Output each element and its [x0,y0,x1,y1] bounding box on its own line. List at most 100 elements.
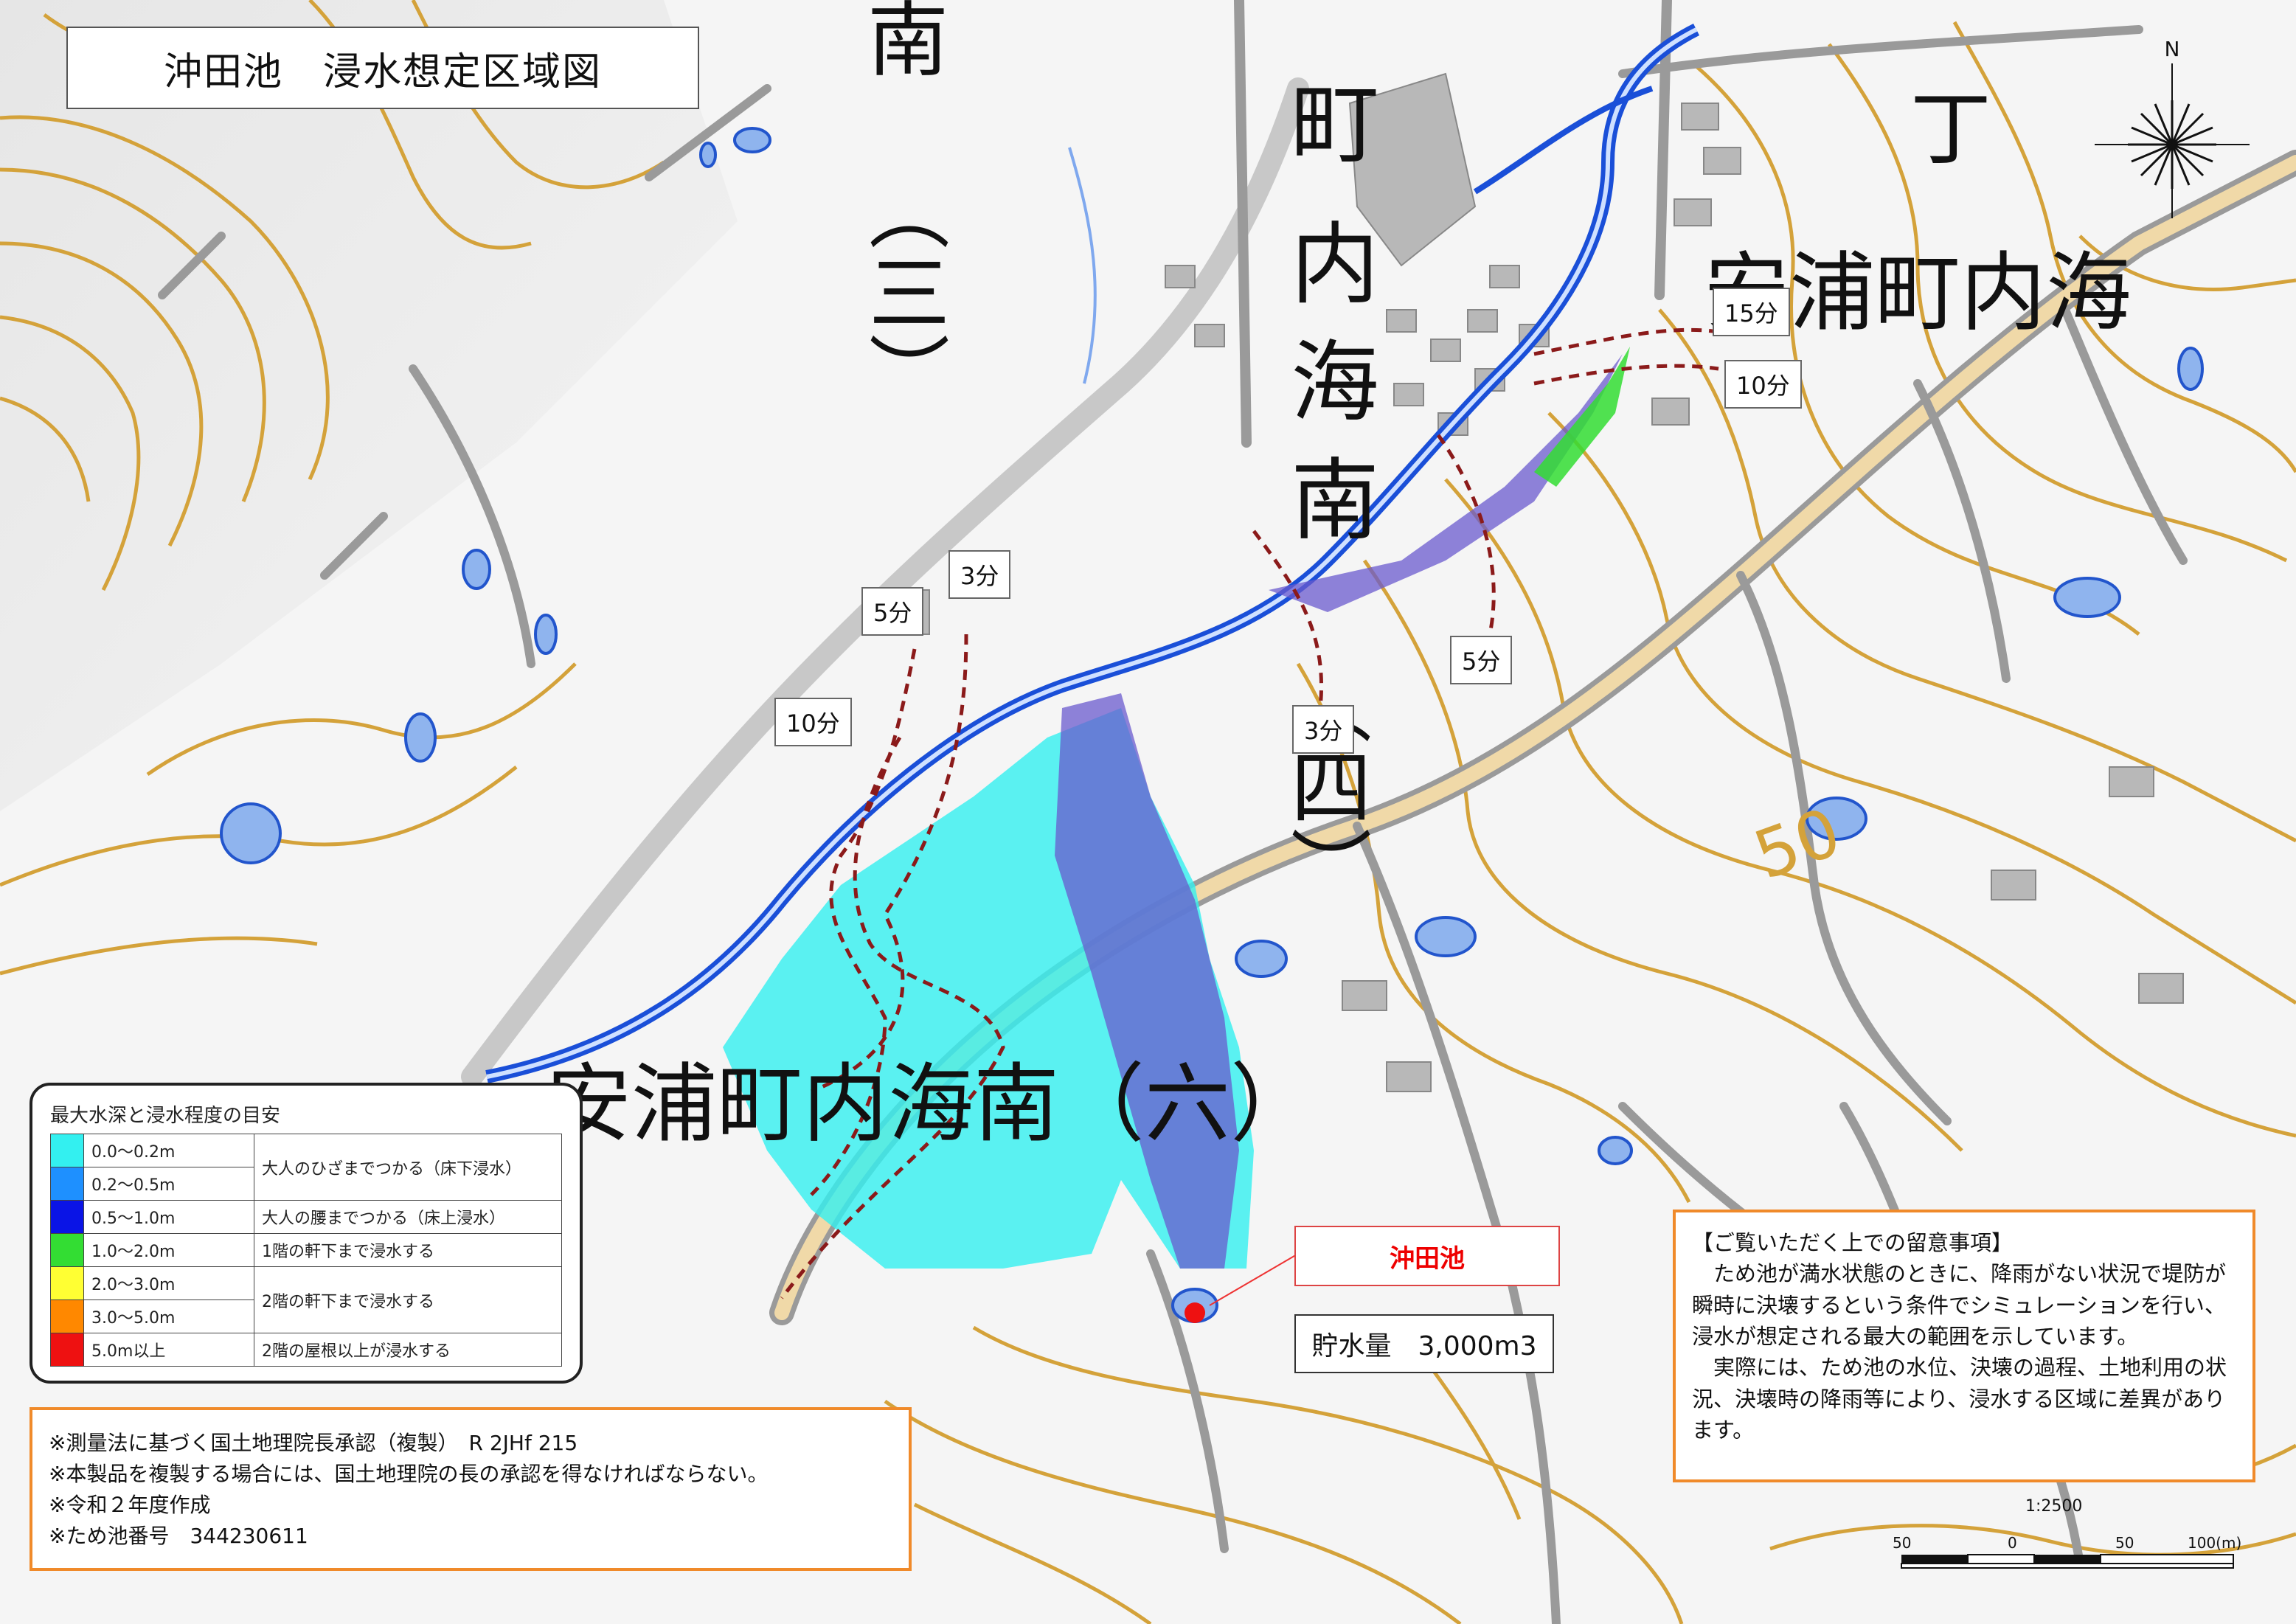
flood-deep [1055,693,1239,1269]
pond-shape [534,614,558,655]
contour-line [1296,662,1691,1204]
pond-marker[interactable] [1185,1302,1205,1323]
building [1467,309,1498,333]
legend-row: 3.0〜5.0m [50,1299,562,1333]
legend-row: 0.5〜1.0m 大人の腰までつかる（床上浸水） [50,1200,562,1234]
arrival-line-15 [1533,327,1719,356]
river-centerline [486,27,1698,1079]
ponds [220,127,2204,1323]
time-label-10min-east: 10分 [1724,360,1802,409]
north-arrow: N [2095,37,2250,218]
legend-range: 3.0〜5.0m [83,1299,254,1333]
town-label-chome: 丁 [1910,82,1991,176]
building [1342,980,1387,1011]
map-title: 沖田池 浸水想定区域図 [66,27,699,109]
compass-star-icon [2128,100,2216,189]
contour-line [1695,65,2140,636]
legend-swatch [50,1134,84,1167]
notes-paragraph: ため池が満水状態のときに、降雨がない状況で堤防が瞬時に決壊するという条件でシミュ… [1692,1261,2227,1349]
legend-swatch [50,1333,84,1367]
credit-line: ※令和２年度作成 [49,1493,211,1517]
legend-description: 2階の屋根以上が浸水する [254,1333,562,1367]
pond-shape [733,127,771,153]
road [1913,379,2011,683]
building [1393,383,1424,406]
contour-line [1952,21,2296,473]
road [1234,0,1252,448]
building [1681,103,1719,131]
road [645,84,771,181]
legend-range: 5.0m以上 [83,1333,254,1367]
scale-tick: 0 [2008,1534,2017,1552]
building [1489,265,1520,288]
time-label-5min-west: 5分 [861,587,924,636]
town-label-paren-three: （三） [855,170,949,413]
building [1703,147,1741,175]
building [1386,309,1417,333]
pond-shape [404,712,437,763]
flood-channel [1269,354,1623,612]
hillshade [0,0,738,811]
buildings [884,72,2184,1092]
time-label-5min-east: 5分 [1450,636,1513,684]
contour-line [0,241,204,547]
pond-leader-line [1209,1253,1299,1306]
time-label-3min-west: 3分 [948,550,1011,599]
contour-line [1444,478,2296,1138]
building [1194,324,1225,347]
scale-tick: 50 [2115,1534,2134,1552]
arrival-line-3-west [811,634,968,1094]
notes-paragraph: 実際には、ため池の水位、決壊の過程、土地利用の状況、決壊時の降雨等により、浸水す… [1692,1355,2227,1443]
pond-shape [1415,916,1477,957]
legend-swatch [50,1299,84,1333]
contour-line [1362,559,1963,1152]
arrival-line-3-east [1252,530,1324,709]
town-label-char: 南 [1291,450,1379,552]
town-label-char: 内 [1291,214,1379,316]
time-label-15min: 15分 [1713,288,1790,336]
notes-title: 【ご覧いただく上での留意事項】 [1692,1230,2014,1255]
legend-range: 0.5〜1.0m [83,1200,254,1234]
contour-line [884,1399,1462,1624]
railway-corridor [461,77,1309,1088]
scale-bar [1901,1554,2234,1569]
town-label-minami-top: 南 [867,0,948,88]
building [2109,766,2154,797]
legend-row: 2.0〜3.0m 2階の軒下まで浸水する [50,1266,562,1333]
legend-description: 2階の軒下まで浸水する [254,1266,562,1333]
time-label-3min-east: 3分 [1292,705,1355,754]
building [1165,265,1196,288]
legend-table: 0.0〜0.2m 大人のひざまでつかる（床下浸水） 0.2〜0.5m 0.5〜1… [50,1134,562,1367]
town-label-char: 町 [1291,74,1379,176]
pond-shape [1235,940,1288,978]
contour-line [972,1325,1684,1624]
building [1991,870,2036,901]
road [1618,25,2143,78]
legend-row: 0.0〜0.2m 大人のひざまでつかる（床下浸水） [50,1134,562,1201]
flood-green-zone [1534,347,1630,487]
pond-shape [462,549,491,590]
legend-range: 2.0〜3.0m [83,1266,254,1300]
arrival-time-lines [780,327,1719,1299]
stream [1068,147,1097,384]
pond-storage-label: 貯水量 3,000m3 [1294,1314,1554,1373]
legend-title: 最大水深と浸水程度の目安 [50,1105,281,1127]
building [1348,72,1477,267]
contour-line [0,315,141,591]
pond-shape [2053,577,2121,618]
pond-shape [220,802,282,864]
pond-shape [1806,797,1867,841]
credit-line: ※測量法に基づく国土地理院長承認（複製） R 2JHf 215 [49,1431,578,1455]
contour-line [0,936,318,976]
legend-description: 1階の軒下まで浸水する [254,1233,562,1267]
arrival-line-10-west [780,736,1005,1299]
contour-line [1658,308,2296,843]
town-label-main: 安浦町内海南（六） [546,1055,1316,1154]
time-label-10min-west: 10分 [774,698,852,746]
pond-shape [1598,1136,1633,1165]
building [1430,339,1461,362]
legend-range: 1.0〜2.0m [83,1233,254,1267]
contour-line [0,167,266,502]
contour-line [1547,412,2296,1005]
